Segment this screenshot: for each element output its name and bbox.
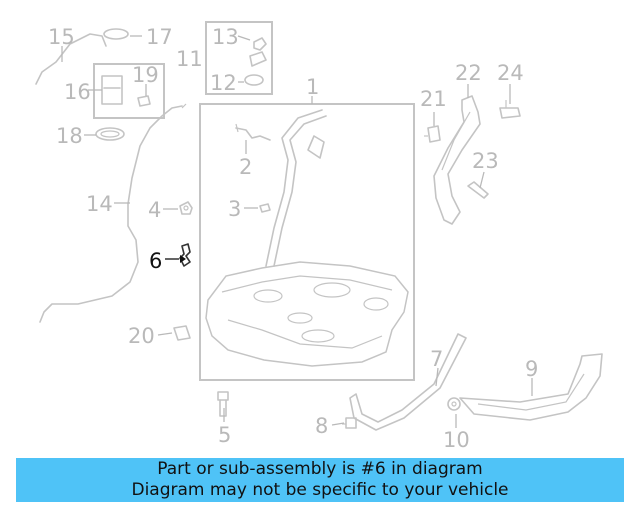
callout-24: 24 xyxy=(497,61,524,85)
sender-part-19[interactable] xyxy=(137,95,151,107)
valve-part-21[interactable] xyxy=(424,125,441,143)
bolt-part-23[interactable] xyxy=(467,181,489,199)
fuel-line-part-14[interactable] xyxy=(39,103,187,323)
callout-3: 3 xyxy=(228,197,241,221)
bracket-part-24[interactable] xyxy=(499,100,521,119)
fuel-tank-part[interactable] xyxy=(205,109,409,367)
lock-ring-part-17[interactable] xyxy=(103,28,129,40)
washer-part-10[interactable] xyxy=(447,397,461,411)
callout-19: 19 xyxy=(132,63,159,87)
callout-13: 13 xyxy=(212,25,239,49)
callout-5: 5 xyxy=(218,423,231,447)
leader-lines xyxy=(61,35,533,428)
callout-14: 14 xyxy=(86,192,113,216)
bolt-part-5[interactable] xyxy=(217,391,229,417)
callout-8: 8 xyxy=(315,414,328,438)
banner-line-1: Part or sub-assembly is #6 in diagram xyxy=(157,459,483,479)
info-banner: Part or sub-assembly is #6 in diagram Di… xyxy=(16,458,624,502)
vent-tube-part[interactable] xyxy=(235,123,271,141)
callout-23: 23 xyxy=(472,149,499,173)
callout-12: 12 xyxy=(210,71,237,95)
bracket-part-6[interactable] xyxy=(179,243,191,267)
bracket-part-20[interactable] xyxy=(173,325,191,341)
fuel-pump-part-16[interactable] xyxy=(101,75,123,105)
gasket-part-18[interactable] xyxy=(95,127,125,141)
callout-9: 9 xyxy=(525,357,538,381)
callout-10: 10 xyxy=(443,428,470,452)
filler-pipe-part-22[interactable] xyxy=(433,95,481,225)
seal-part-12[interactable] xyxy=(244,74,264,86)
callout-4: 4 xyxy=(148,198,161,222)
callout-18: 18 xyxy=(56,124,83,148)
filler-cap-frame xyxy=(205,21,273,95)
filler-cap-part-13[interactable] xyxy=(249,37,267,67)
bolt-part-8[interactable] xyxy=(342,417,357,429)
fuel-tank-frame xyxy=(199,103,415,381)
callout-11: 11 xyxy=(176,47,203,71)
clip-part-3[interactable] xyxy=(259,203,271,213)
callout-15: 15 xyxy=(48,25,75,49)
callout-1: 1 xyxy=(306,75,319,99)
callout-22: 22 xyxy=(455,61,482,85)
callout-7: 7 xyxy=(430,347,443,371)
clip-part-4[interactable] xyxy=(179,201,193,215)
callout-16: 16 xyxy=(64,80,91,104)
callout-2: 2 xyxy=(239,155,252,179)
callout-20: 20 xyxy=(128,324,155,348)
banner-line-2: Diagram may not be specific to your vehi… xyxy=(131,480,509,500)
callout-21: 21 xyxy=(420,87,447,111)
callout-6[interactable]: 6 xyxy=(149,249,162,273)
fuel-pump-frame xyxy=(93,63,165,119)
fuel-line-part-15[interactable] xyxy=(35,33,107,85)
heat-shield-part-9[interactable] xyxy=(459,353,603,421)
callout-17: 17 xyxy=(146,25,173,49)
tank-strap-part-7[interactable] xyxy=(349,333,467,431)
